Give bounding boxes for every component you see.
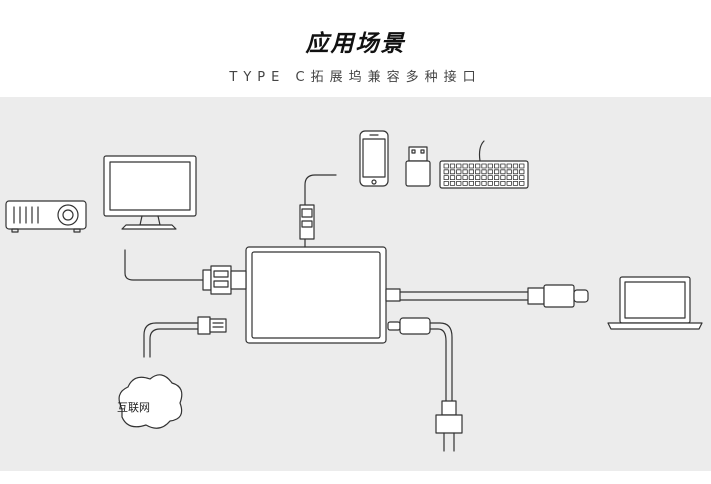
keyboard-key (519, 163, 525, 169)
keyboard-key (462, 163, 468, 169)
keyboard-key (449, 181, 456, 186)
type-c-power-cable (387, 317, 453, 402)
keyboard-key (512, 175, 519, 180)
keyboard-key (468, 175, 475, 180)
keyboard-key (512, 181, 519, 186)
internet-label: 互联网 (117, 401, 150, 414)
keyboard-key (481, 181, 487, 186)
projector-icon (5, 200, 87, 233)
keyboard-key (481, 175, 487, 180)
keyboard-key (475, 169, 481, 175)
page-title: 应用场景 (305, 30, 406, 57)
keyboard-key (481, 169, 487, 175)
smartphone-icon (359, 130, 389, 187)
keyboard-key (500, 163, 506, 169)
keyboard-key (506, 169, 512, 175)
keyboard-key (475, 163, 481, 169)
keyboard-key (519, 175, 525, 180)
keyboard-key (462, 181, 468, 186)
laptop-icon (607, 276, 703, 330)
cloud-icon (118, 374, 183, 429)
keyboard-key (456, 169, 462, 175)
keyboard-key (456, 163, 462, 169)
keyboard-key (468, 169, 475, 175)
keyboard-key (493, 163, 500, 169)
keyboard-key (456, 181, 462, 186)
keyboard-key (500, 169, 506, 175)
keyboard-key (512, 169, 519, 175)
keyboard-key (487, 169, 493, 175)
keyboard-icon (439, 140, 529, 189)
keyboard-key (493, 169, 500, 175)
keyboard-key (500, 181, 506, 186)
keyboard-key (500, 175, 506, 180)
hub-icon (245, 246, 387, 344)
keyboard-key (468, 181, 475, 186)
diagram-canvas (5, 130, 703, 452)
keyboard-key (443, 181, 449, 186)
ethernet-cable (143, 316, 227, 358)
hdmi-cable (124, 249, 247, 295)
usage-scene-diagram: 互联网 (0, 97, 711, 471)
keyboard-key (506, 181, 512, 186)
header: 应用场景 TYPE C拓展坞兼容多种接口 (0, 0, 711, 96)
keyboard-key (487, 163, 493, 169)
type-c-cable-laptop (385, 284, 589, 308)
keyboard-key (493, 175, 500, 180)
keyboard-key (487, 175, 493, 180)
keyboard-key (506, 163, 512, 169)
keyboard-key (487, 181, 493, 186)
keyboard-key (468, 163, 475, 169)
keyboard-key (506, 175, 512, 180)
keyboard-key (519, 169, 525, 175)
keyboard-key (462, 175, 468, 180)
keyboard-key (519, 181, 525, 186)
power-plug-icon (435, 400, 463, 452)
keyboard-key (462, 169, 468, 175)
keyboard-key (443, 175, 449, 180)
keyboard-key (512, 163, 519, 169)
monitor-icon (103, 155, 197, 230)
keyboard-key (493, 181, 500, 186)
keyboard-key (443, 169, 449, 175)
keyboard-key (449, 169, 456, 175)
usb-drive-icon (405, 146, 431, 187)
usb-a-cable (299, 174, 337, 248)
keyboard-key (475, 175, 481, 180)
page-subtitle: TYPE C拓展坞兼容多种接口 (229, 70, 482, 85)
keyboard-key (443, 163, 449, 169)
keyboard-key (475, 181, 481, 186)
keyboard-key (449, 163, 456, 169)
keyboard-key (456, 175, 462, 180)
keyboard-key (449, 175, 456, 180)
keyboard-key (481, 163, 487, 169)
